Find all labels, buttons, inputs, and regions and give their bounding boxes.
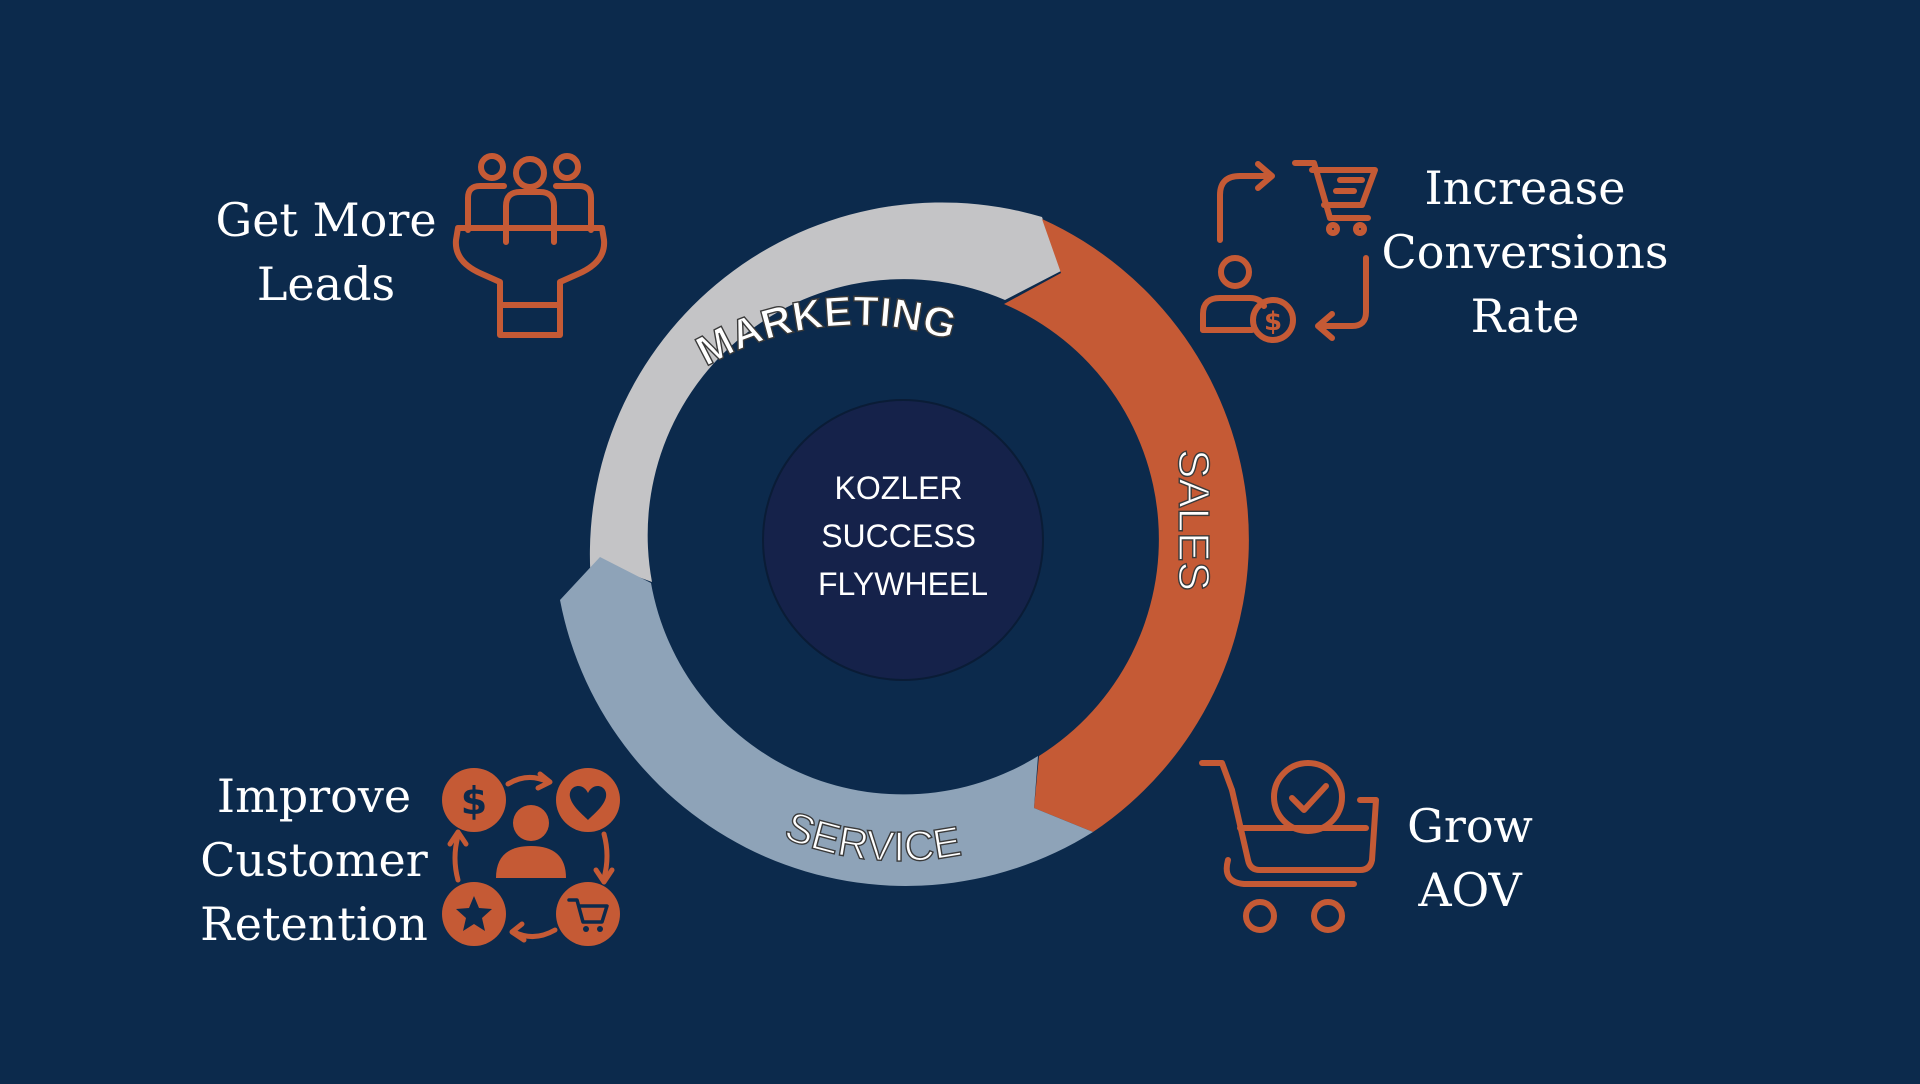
service-segment [560, 557, 1093, 886]
center-hub [762, 399, 1044, 681]
goal-leads-line-2: Leads [256, 257, 396, 311]
sales-label: SALES [1169, 449, 1218, 591]
goal-aov-line-1: Grow [1407, 799, 1533, 853]
dollar-icon: $ [1264, 307, 1282, 337]
goal-improve-customer-retention: Improve Customer Retention [176, 764, 452, 956]
marketing-segment [589, 202, 1061, 593]
goal-conv-line-3: Rate [1470, 289, 1580, 343]
dollar-coin-icon: $ [461, 779, 487, 823]
center-line-3: FLYWHEEL [818, 566, 988, 602]
goal-leads-line-1: Get More [215, 193, 437, 247]
people-funnel-icon [452, 153, 608, 338]
goal-increase-conversions-rate: Increase Conversions Rate [1370, 156, 1680, 348]
goal-get-more-leads: Get More Leads [196, 188, 456, 316]
sales-segment [1004, 219, 1249, 832]
goal-ret-line-3: Retention [200, 897, 428, 951]
goal-aov-line-2: AOV [1418, 863, 1522, 917]
goal-ret-line-2: Customer [200, 833, 428, 887]
center-line-1: KOZLER [835, 470, 963, 506]
goal-conv-line-1: Increase [1424, 161, 1626, 215]
center-title: KOZLER SUCCESS FLYWHEEL [818, 470, 988, 602]
cart-check-icon [1199, 760, 1379, 933]
goal-conv-line-2: Conversions [1381, 225, 1669, 279]
center-line-2: SUCCESS [821, 518, 976, 554]
customer-retention-cycle-icon [442, 768, 620, 946]
cart-conversion-cycle-icon [1200, 160, 1378, 343]
goal-ret-line-1: Improve [216, 769, 412, 823]
goal-grow-aov: Grow AOV [1370, 794, 1570, 922]
